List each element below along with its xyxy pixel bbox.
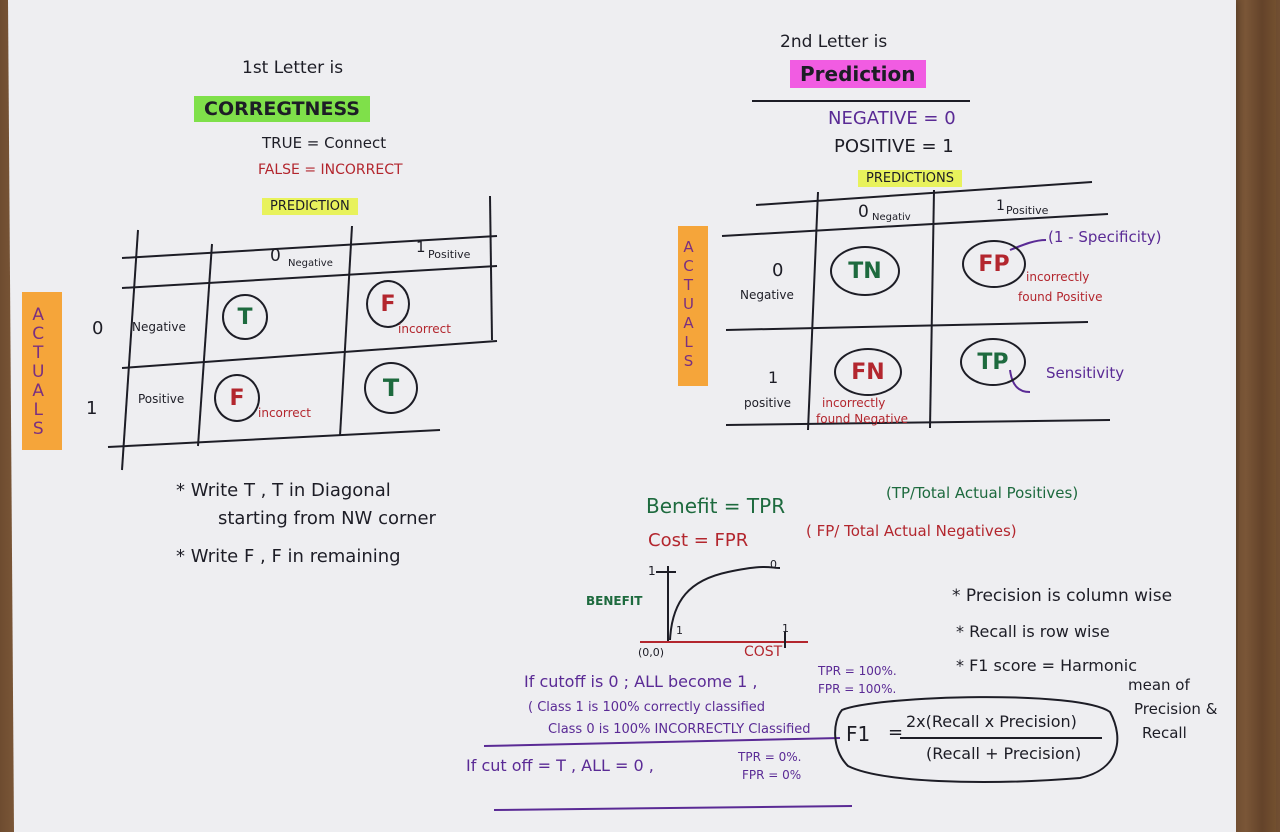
negative-definition: NEGATIVE = 0 bbox=[828, 108, 956, 129]
right-actuals-label: A C T U A L S bbox=[683, 238, 694, 371]
benefit-definition: (TP/Total Actual Positives) bbox=[886, 484, 1079, 502]
left-actuals-char: L bbox=[33, 400, 43, 420]
right-predictions-header: PREDICTIONS bbox=[858, 170, 962, 187]
cost-definition: ( FP/ Total Actual Negatives) bbox=[806, 522, 1017, 540]
left-cell-fn: F bbox=[214, 374, 260, 422]
left-row0-label: Negative bbox=[132, 320, 186, 334]
true-definition: TRUE = Connect bbox=[262, 134, 387, 152]
fn-note-line2: found Negative bbox=[816, 412, 909, 426]
right-matrix-grid bbox=[721, 100, 1111, 431]
left-row1-num: 1 bbox=[86, 398, 98, 419]
diagonal-note-line1: * Write T , T in Diagonal bbox=[176, 480, 391, 501]
cutoff1-fpr: FPR = 0% bbox=[742, 768, 802, 782]
f1-note-line4: Recall bbox=[1142, 724, 1187, 742]
f1-equals: = bbox=[888, 722, 904, 743]
f1-note-line3: Precision & bbox=[1134, 700, 1218, 718]
prediction-label: Prediction bbox=[790, 60, 926, 88]
right-row0-label: Negative bbox=[740, 288, 794, 302]
cutoff0-fpr: FPR = 100%. bbox=[818, 682, 897, 696]
right-actuals-char: C bbox=[683, 257, 694, 275]
recall-note: * Recall is row wise bbox=[956, 622, 1110, 641]
sensitivity-note: Sensitivity bbox=[1046, 364, 1125, 382]
left-cell-fn-note: incorrect bbox=[258, 406, 311, 420]
benefit-formula: Benefit = TPR bbox=[646, 494, 786, 518]
graph-inner-one: 1 bbox=[676, 624, 683, 637]
left-heading: 1st Letter is bbox=[242, 58, 344, 78]
cutoff1-tpr: TPR = 0%. bbox=[738, 750, 802, 764]
right-col1-label: Positive bbox=[1006, 204, 1049, 217]
f1-label: F1 bbox=[846, 722, 871, 746]
left-cell-fp-note: incorrect bbox=[398, 322, 451, 336]
right-actuals-char: A bbox=[683, 238, 694, 256]
right-cell-fp: FP bbox=[962, 240, 1026, 288]
diagonal-note-line2: starting from NW corner bbox=[218, 508, 436, 529]
left-col1-label: Positive bbox=[428, 248, 471, 261]
f1-denominator: (Recall + Precision) bbox=[926, 744, 1082, 763]
false-definition: FALSE = INCORRECT bbox=[258, 162, 403, 178]
cost-formula: Cost = FPR bbox=[648, 530, 749, 551]
graph-curve-end: 0 bbox=[770, 558, 777, 571]
right-col0-num: 0 bbox=[858, 202, 869, 222]
paper-sheet bbox=[8, 0, 1236, 832]
cutoff0-line2: ( Class 1 is 100% correctly classified bbox=[528, 700, 766, 715]
specificity-note: (1 - Specificity) bbox=[1048, 228, 1162, 246]
correctness-label: CORREGTNESS bbox=[194, 96, 370, 122]
left-cell-fp: F bbox=[366, 280, 410, 328]
f1-note-line2: mean of bbox=[1128, 676, 1190, 694]
f1-note-line1: * F1 score = Harmonic bbox=[956, 656, 1138, 675]
left-actuals-char: U bbox=[32, 362, 45, 382]
left-actuals-char: A bbox=[32, 305, 45, 325]
cutoff-lines bbox=[483, 737, 853, 811]
left-actuals-label: A C T U A L S bbox=[32, 306, 44, 439]
left-actuals-char: S bbox=[32, 419, 44, 439]
graph-cost-axis-label: COST bbox=[744, 644, 783, 660]
f1-numerator: 2x(Recall x Precision) bbox=[906, 712, 1077, 731]
right-actuals-highlight bbox=[678, 226, 708, 386]
right-actuals-char: A bbox=[683, 314, 694, 332]
cutoff0-line3: Class 0 is 100% INCORRECTLY Classified bbox=[548, 722, 811, 737]
left-cell-tp: T bbox=[364, 362, 418, 414]
left-col1-num: 1 bbox=[416, 238, 426, 256]
right-cell-tp: TP bbox=[960, 338, 1026, 386]
right-row0-num: 0 bbox=[772, 260, 784, 281]
positive-definition: POSITIVE = 1 bbox=[834, 136, 954, 157]
right-col0-label: Negativ bbox=[872, 212, 911, 223]
right-heading: 2nd Letter is bbox=[780, 32, 888, 52]
right-actuals-char: L bbox=[684, 333, 693, 351]
left-row0-num: 0 bbox=[92, 318, 104, 339]
fp-note-line1: incorrectly bbox=[1026, 270, 1090, 284]
right-actuals-char: S bbox=[683, 352, 694, 370]
left-cell-tn: T bbox=[222, 294, 268, 340]
left-matrix-grid bbox=[107, 195, 498, 471]
cutoff0-tpr: TPR = 100%. bbox=[818, 664, 897, 678]
right-actuals-char: T bbox=[683, 276, 694, 294]
left-actuals-char: A bbox=[32, 381, 45, 401]
left-row1-label: Positive bbox=[138, 392, 185, 406]
left-col0-label: Negative bbox=[288, 258, 333, 269]
graph-x-one: 1 bbox=[782, 622, 789, 635]
left-col0-num: 0 bbox=[270, 246, 281, 266]
right-cell-fn: FN bbox=[834, 348, 902, 396]
graph-origin: (0,0) bbox=[638, 646, 665, 659]
roc-graph-ink bbox=[640, 566, 808, 648]
left-actuals-highlight bbox=[22, 292, 62, 450]
graph-y-one: 1 bbox=[648, 564, 656, 578]
right-row1-num: 1 bbox=[768, 368, 779, 387]
left-actuals-char: T bbox=[33, 343, 44, 363]
right-row1-label: positive bbox=[744, 396, 792, 410]
precision-note: * Precision is column wise bbox=[952, 586, 1173, 606]
f1-formula-outline bbox=[834, 696, 1119, 783]
cutoff1-line1: If cut off = T , ALL = 0 , bbox=[466, 756, 654, 775]
left-actuals-char: C bbox=[32, 324, 45, 344]
left-prediction-header: PREDICTION bbox=[262, 198, 358, 215]
right-cell-tn: TN bbox=[830, 246, 900, 296]
right-actuals-char: U bbox=[683, 295, 694, 313]
right-col1-num: 1 bbox=[996, 198, 1005, 214]
graph-benefit-axis-label: BENEFIT bbox=[586, 594, 643, 608]
remaining-note: * Write F , F in remaining bbox=[176, 546, 401, 567]
cutoff0-line1: If cutoff is 0 ; ALL become 1 , bbox=[524, 672, 758, 691]
fp-note-line2: found Positive bbox=[1018, 290, 1103, 304]
fn-note-line1: incorrectly bbox=[822, 396, 886, 410]
